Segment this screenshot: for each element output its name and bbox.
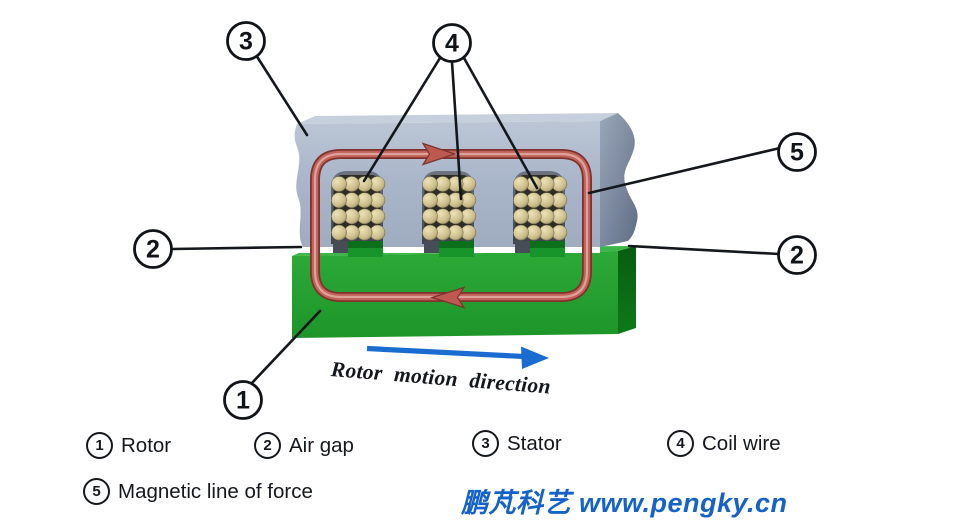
legend-label: Air gap bbox=[289, 434, 354, 457]
flux-arrow-bottom-icon bbox=[429, 286, 466, 309]
tooth-gap-3-shadow bbox=[530, 241, 565, 249]
leader-line-5 bbox=[587, 146, 782, 195]
legend-label: Magnetic line of force bbox=[118, 480, 313, 503]
leader-line-2-left bbox=[170, 245, 303, 251]
leader-line-4b bbox=[450, 60, 463, 201]
legend-number-circle: 3 bbox=[472, 430, 499, 457]
legend-label: Rotor bbox=[121, 434, 172, 457]
motion-arrow-head-icon bbox=[521, 346, 549, 369]
legend-item-magnetic-line: 5 Magnetic line of force bbox=[83, 478, 313, 505]
legend-item-coil-wire: 4 Coil wire bbox=[667, 430, 781, 457]
coil-wire-icon bbox=[331, 224, 347, 241]
leader-line-2-right bbox=[627, 244, 781, 256]
legend-item-stator: 3 Stator bbox=[472, 430, 562, 457]
legend-number-circle: 5 bbox=[83, 478, 110, 505]
motion-arrow-shaft bbox=[366, 345, 525, 360]
callout-number-5: 5 bbox=[790, 139, 804, 167]
leader-line-3 bbox=[254, 53, 309, 137]
legend-number-circle: 2 bbox=[254, 432, 281, 459]
legend-label: Coil wire bbox=[702, 432, 781, 455]
coil-wire-icon bbox=[422, 208, 438, 225]
coil-wire-icon bbox=[422, 224, 438, 241]
flux-arrow-top-icon bbox=[421, 142, 457, 166]
coil-wire-icon bbox=[331, 208, 347, 225]
slot-2-shadow bbox=[424, 241, 439, 253]
magnetic-flux-loop bbox=[310, 142, 592, 309]
legend-item-rotor: 1 Rotor bbox=[86, 432, 171, 459]
leader-lines bbox=[170, 53, 782, 386]
callout-number-1: 1 bbox=[236, 387, 250, 415]
stator-side-face bbox=[600, 113, 638, 247]
legend-label: Stator bbox=[507, 432, 562, 455]
callout-number-4: 4 bbox=[445, 30, 459, 58]
coil-wire-icon bbox=[331, 176, 347, 192]
callout-circle-3 bbox=[226, 21, 266, 61]
legend-number-circle: 1 bbox=[86, 432, 113, 459]
slot-3-shadow bbox=[515, 241, 530, 253]
callout-circle-2-right bbox=[777, 235, 817, 275]
coil-wire-icon bbox=[422, 192, 438, 209]
coil-wire-icon bbox=[331, 192, 347, 209]
tooth-gap-1-shadow bbox=[348, 241, 383, 249]
tooth-gap-1 bbox=[348, 248, 383, 257]
coil-wire-icon bbox=[513, 224, 529, 241]
motion-arrow bbox=[366, 345, 549, 369]
slot-1-shadow bbox=[333, 241, 348, 253]
legend-item-air-gap: 2 Air gap bbox=[254, 432, 354, 459]
callout-circle-2-left bbox=[133, 229, 173, 269]
tooth-gap-2-shadow bbox=[439, 241, 474, 249]
callout-number-2-left: 2 bbox=[146, 236, 160, 264]
leader-line-4a bbox=[362, 56, 442, 183]
callout-circles: 3 4 5 2 2 1 bbox=[133, 21, 817, 420]
callout-number-2-right: 2 bbox=[790, 242, 804, 270]
stator-top-face bbox=[297, 113, 618, 124]
coil-wire-icon bbox=[422, 176, 438, 192]
legend-number-circle: 4 bbox=[667, 430, 694, 457]
coil-wire-icon bbox=[513, 192, 529, 209]
leader-line-4c bbox=[462, 56, 539, 190]
callout-number-3: 3 bbox=[239, 28, 253, 56]
tooth-gap-2 bbox=[439, 248, 474, 257]
coil-wire-icon bbox=[513, 208, 529, 225]
watermark: 鹏芃科艺 www.pengky.cn bbox=[461, 488, 788, 518]
leader-line-1 bbox=[249, 309, 322, 386]
flux-line-highlight bbox=[313, 152, 589, 299]
coil-slots bbox=[331, 171, 568, 257]
coil-wire-icon bbox=[513, 176, 529, 192]
callout-circle-4 bbox=[432, 23, 472, 63]
callout-circle-1 bbox=[223, 380, 263, 420]
tooth-gap-3 bbox=[530, 248, 565, 257]
rotor-side-face bbox=[618, 246, 636, 334]
callout-circle-5 bbox=[777, 132, 817, 172]
